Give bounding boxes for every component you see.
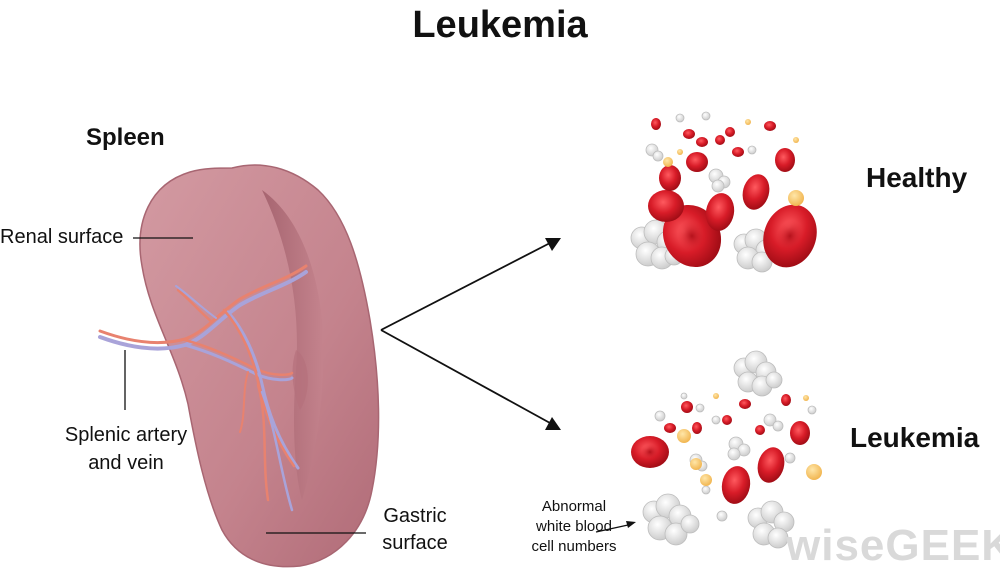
gastric-surface-label: Gastric surface bbox=[372, 503, 458, 557]
page-title: Leukemia bbox=[412, 4, 588, 46]
leukemia-blood-cluster bbox=[631, 350, 822, 549]
renal-surface-label: Renal surface bbox=[0, 226, 124, 248]
spleen-hilum-shadow bbox=[262, 190, 324, 500]
leader-lines bbox=[124, 237, 629, 534]
healthy-red-cells bbox=[648, 118, 817, 268]
arrow-head-leukemia bbox=[545, 417, 561, 430]
brand-watermark: wiseGEEK bbox=[786, 521, 1000, 570]
splenic-label-line1: Splenic artery bbox=[64, 424, 188, 446]
leukemia-white-cells bbox=[642, 350, 817, 549]
branch-arrows bbox=[380, 238, 561, 430]
abnormal-label-line1: Abnormal bbox=[541, 498, 607, 515]
leukemia-red-cells bbox=[631, 394, 810, 504]
splenic-artery-label: Splenic artery and vein bbox=[40, 421, 212, 477]
gastric-label-line1: Gastric bbox=[383, 505, 447, 527]
leukemia-label: Leukemia bbox=[850, 422, 980, 453]
spleen-illustration bbox=[98, 164, 380, 568]
splenic-label-line2: and vein bbox=[88, 452, 164, 474]
healthy-blood-cluster bbox=[630, 111, 817, 273]
healthy-label: Healthy bbox=[866, 162, 968, 193]
healthy-platelets bbox=[663, 119, 804, 206]
abnormal-label-line3: cell numbers bbox=[531, 538, 617, 555]
spleen-body bbox=[139, 164, 380, 568]
gastric-label-line2: surface bbox=[382, 532, 448, 554]
spleen-ridge bbox=[292, 350, 308, 410]
abnormal-pointer-arrowhead bbox=[626, 521, 636, 528]
abnormal-label-line2: white blood bbox=[536, 518, 612, 535]
arrow-head-healthy bbox=[545, 238, 561, 251]
splenic-vessels bbox=[98, 264, 308, 512]
abnormal-cells-label: Abnormal white blood cell numbers bbox=[520, 497, 628, 557]
spleen-heading: Spleen bbox=[86, 124, 165, 151]
healthy-white-cells bbox=[630, 111, 777, 273]
leukemia-platelets bbox=[677, 393, 822, 486]
